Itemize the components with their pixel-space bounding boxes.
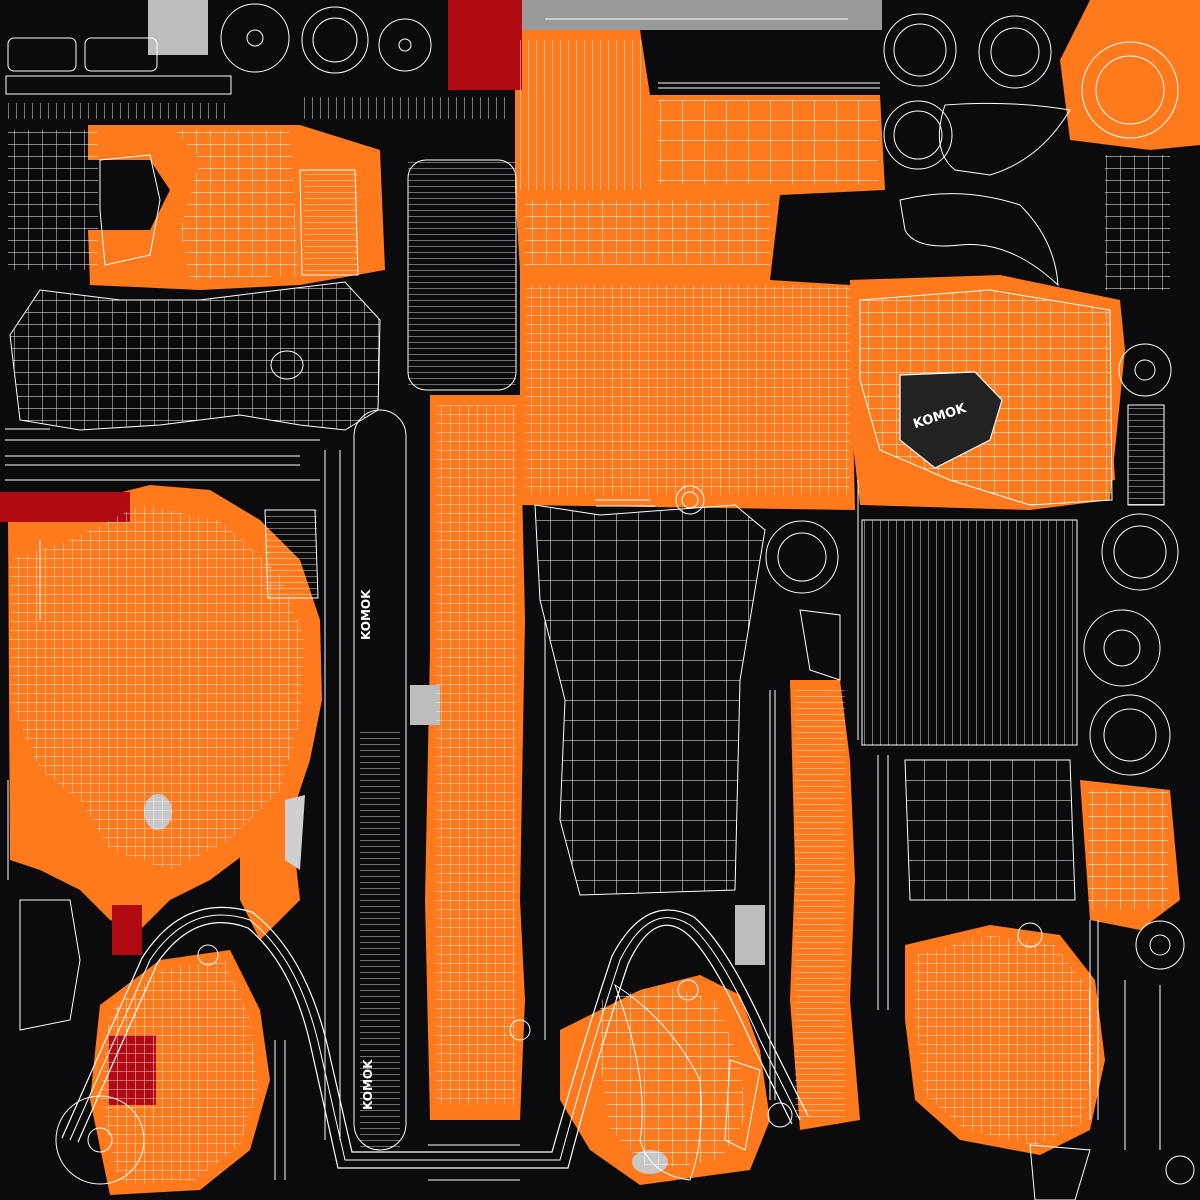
ribbed-pad-2-mesh — [265, 510, 317, 600]
bottom-mid-mesh — [600, 985, 745, 1170]
grey-shard — [285, 795, 305, 870]
cover-mesh-left — [520, 40, 642, 190]
vent-right-mesh — [1128, 405, 1164, 505]
hook-parts — [614, 102, 1071, 1181]
corner-round-island — [1060, 0, 1200, 150]
disc-lower-left — [55, 1095, 145, 1185]
left-block-mesh — [8, 130, 98, 270]
uv-wireframe-meshes — [6, 40, 1170, 1185]
red-block-small — [112, 905, 142, 955]
lower-left-mesh — [100, 960, 258, 1185]
grey-pad-mid — [410, 685, 440, 725]
ribbed-pad-mesh — [305, 170, 357, 275]
right-edge-mesh — [1088, 790, 1168, 910]
frame-mesh — [905, 760, 1075, 900]
red-block-top — [448, 0, 522, 90]
ring-top-right-2 — [978, 15, 1052, 89]
ring-right-1 — [1101, 513, 1179, 591]
grip-left-mesh — [10, 505, 305, 870]
long-dark-strip-mesh — [360, 730, 400, 1150]
heatsink-block — [862, 520, 1077, 745]
red-block-left — [0, 492, 130, 522]
round-parts — [55, 3, 1195, 1185]
rail-brand-text-bottom: KOMOK — [361, 1059, 375, 1110]
rail-mesh — [436, 405, 516, 1105]
uv-outlines — [5, 37, 1165, 1200]
lower-right-mesh — [915, 935, 1095, 1145]
badge-shield: KOMOK — [899, 371, 1003, 469]
nut-top — [675, 485, 705, 515]
rail-label: KOMOK KOMOK — [359, 589, 375, 1110]
wheel-ring-1 — [301, 6, 369, 74]
gear-right — [1118, 343, 1172, 397]
side-strip-mesh — [795, 690, 845, 1120]
curved-belt — [61, 906, 809, 1169]
gear-lower-right — [1135, 920, 1185, 970]
ring-right-3 — [1089, 694, 1171, 776]
grip-top-mesh — [175, 130, 298, 280]
right-block-mesh — [1105, 155, 1170, 290]
grey-pad-right — [735, 905, 765, 965]
ring-top-right-1 — [883, 13, 957, 87]
ring-housing-1 — [765, 520, 839, 594]
wheel-spoke-2 — [378, 18, 432, 72]
rail-brand-text-top: KOMOK — [359, 589, 373, 640]
ring-right-2 — [1083, 609, 1161, 687]
pad-tall-mesh — [408, 160, 516, 390]
housing-dark-mesh — [535, 505, 765, 895]
thin-strips — [5, 18, 1161, 1181]
strip-tick-mesh-2 — [6, 103, 230, 119]
ring-orange-corner — [1081, 41, 1179, 139]
ring-mid-right — [883, 100, 953, 170]
strip-tick-mesh — [298, 97, 510, 119]
curved-band-mesh — [10, 282, 380, 430]
brand-labels: KOMOK KOMOK KOMOK — [359, 371, 1003, 1110]
grey-pad-top — [148, 0, 208, 55]
grey-strip-top — [522, 0, 882, 30]
wheel-spoke-1 — [220, 3, 290, 73]
cover-mesh-top — [658, 100, 878, 185]
cover-mesh-main — [525, 285, 850, 495]
cover-mesh-strip — [525, 200, 770, 265]
